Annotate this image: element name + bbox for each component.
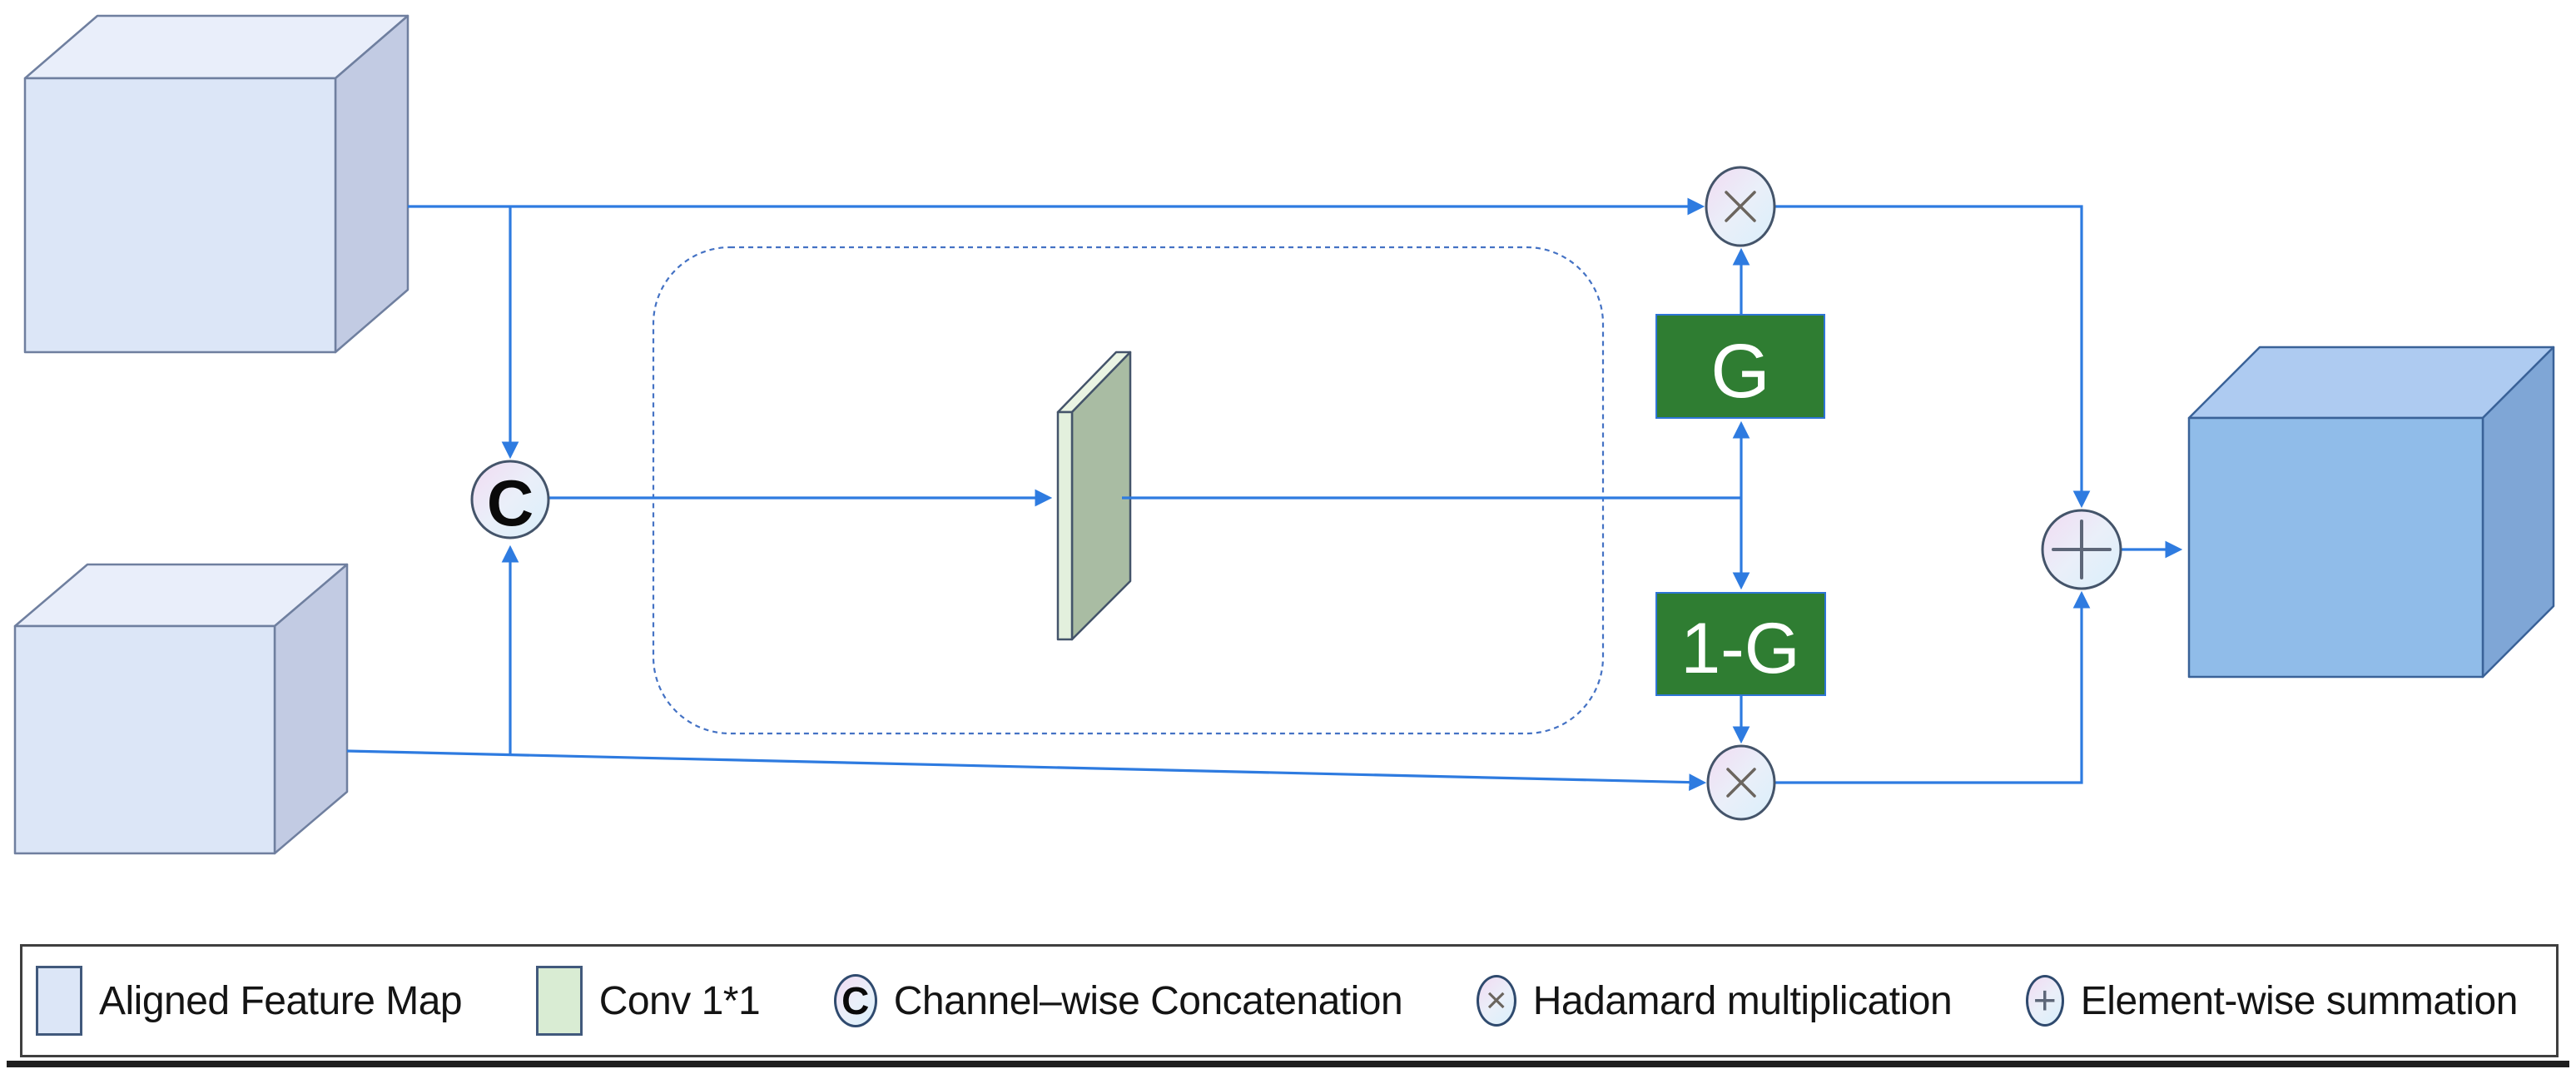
conv-swatch bbox=[535, 966, 583, 1036]
plus-circle-icon: + bbox=[2025, 975, 2064, 1027]
aligned-feature-map-swatch bbox=[36, 966, 82, 1036]
legend-label: Aligned Feature Map bbox=[99, 978, 463, 1023]
aligned-feature-map-cube-bottom bbox=[13, 563, 349, 855]
cube-front-face bbox=[2187, 416, 2484, 679]
inverse-gate-box: 1-G bbox=[1655, 592, 1826, 696]
connectors bbox=[346, 197, 2183, 792]
gate-label: G bbox=[1710, 329, 1770, 414]
slab-front-face bbox=[1056, 410, 1074, 641]
legend-item-aligned-feature-map: Aligned Feature Map bbox=[36, 966, 463, 1036]
legend-label: Element-wise summation bbox=[2080, 978, 2519, 1023]
multiply-circle-icon: × bbox=[1476, 975, 1516, 1027]
concat-label: C bbox=[487, 466, 534, 540]
output-feature-map-cube bbox=[2187, 346, 2555, 679]
plus-glyph-icon bbox=[2052, 520, 2112, 579]
page-bottom-rule bbox=[7, 1061, 2569, 1067]
add-operator bbox=[2041, 509, 2122, 590]
legend-label: Hadamard multiplication bbox=[1532, 978, 1953, 1023]
aligned-feature-map-cube-top bbox=[23, 14, 409, 354]
legend-item-concat: C Channel–wise Concatenation bbox=[833, 974, 1403, 1027]
cube-front-face bbox=[13, 624, 276, 855]
legend-item-conv: Conv 1*1 bbox=[535, 966, 761, 1036]
edge-multiply-bottom-to-add bbox=[1775, 590, 2091, 784]
gate-rect bbox=[1655, 314, 1825, 419]
legend-item-hadamard: × Hadamard multiplication bbox=[1476, 975, 1953, 1027]
cube-front-face bbox=[23, 77, 337, 354]
legend-item-summation: + Element-wise summation bbox=[2025, 975, 2519, 1027]
dashed-module-box bbox=[652, 246, 1605, 735]
concat-circle-icon bbox=[470, 460, 550, 540]
inverse-gate-label: 1-G bbox=[1680, 609, 1799, 689]
edge-multiply-top-to-add bbox=[1775, 205, 2091, 509]
multiply-glyph-icon bbox=[1725, 191, 1756, 222]
conv-1x1-slab bbox=[1056, 351, 1132, 641]
legend: Aligned Feature Map Conv 1*1 C Channel–w… bbox=[20, 944, 2559, 1057]
edge-bottom-input-to-multiply bbox=[346, 749, 1707, 792]
concat-operator: C bbox=[470, 460, 550, 540]
multiply-glyph-icon bbox=[1726, 768, 1756, 798]
inverse-gate-rect bbox=[1655, 592, 1826, 696]
legend-label: Channel–wise Concatenation bbox=[893, 978, 1403, 1023]
concat-circle-icon: C bbox=[833, 974, 877, 1027]
multiply-operator-top bbox=[1705, 166, 1776, 247]
multiply-operator-bottom bbox=[1706, 744, 1776, 821]
legend-label: Conv 1*1 bbox=[598, 978, 761, 1023]
gate-box: G bbox=[1655, 314, 1825, 419]
